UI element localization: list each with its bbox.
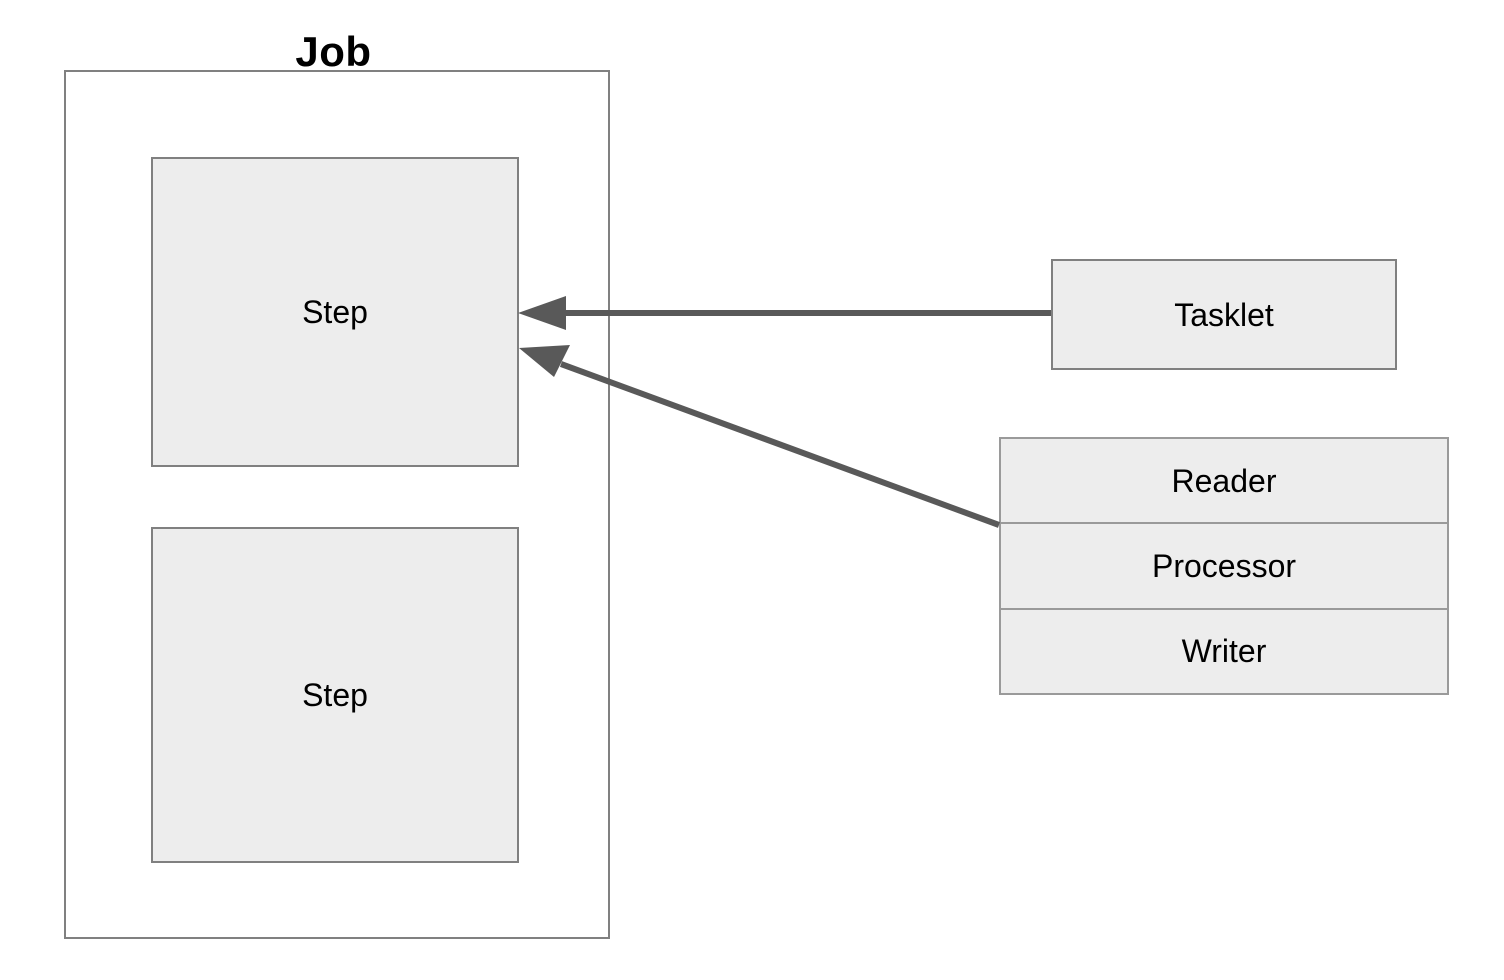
- step-box-1-label: Step: [302, 294, 368, 330]
- connector-chunk-line: [559, 361, 1001, 528]
- tasklet-box[interactable]: Tasklet: [1051, 259, 1397, 370]
- chunk-row-processor-label: Processor: [1151, 547, 1297, 584]
- step-box-1[interactable]: Step: [151, 157, 519, 467]
- step-box-2-label: Step: [302, 677, 368, 713]
- chunk-row-reader[interactable]: Reader: [1001, 439, 1447, 525]
- chunk-row-writer-label: Writer: [1181, 633, 1267, 670]
- job-title-label: Job: [295, 28, 372, 75]
- chunk-row-writer[interactable]: Writer: [1001, 610, 1447, 693]
- tasklet-label: Tasklet: [1174, 296, 1274, 333]
- chunk-row-reader-label: Reader: [1171, 462, 1277, 499]
- step-box-2[interactable]: Step: [151, 527, 519, 863]
- chunk-row-processor[interactable]: Processor: [1001, 524, 1447, 610]
- chunk-stack: Reader Processor Writer: [999, 437, 1449, 695]
- job-title-notch: [246, 134, 553, 150]
